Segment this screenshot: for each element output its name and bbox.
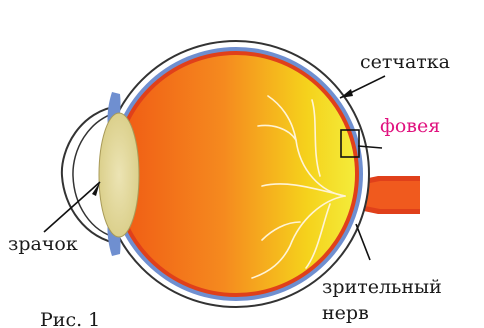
optic-nerve-label-line2: нерв	[322, 302, 369, 324]
figure-caption: Рис. 1	[40, 309, 100, 328]
lens	[99, 113, 139, 237]
fovea-label: фовея	[380, 115, 440, 137]
pupil-label: зрачок	[8, 233, 78, 255]
retina-label: сетчатка	[360, 51, 450, 73]
optic-nerve-label-line1: зрительный	[322, 276, 442, 298]
